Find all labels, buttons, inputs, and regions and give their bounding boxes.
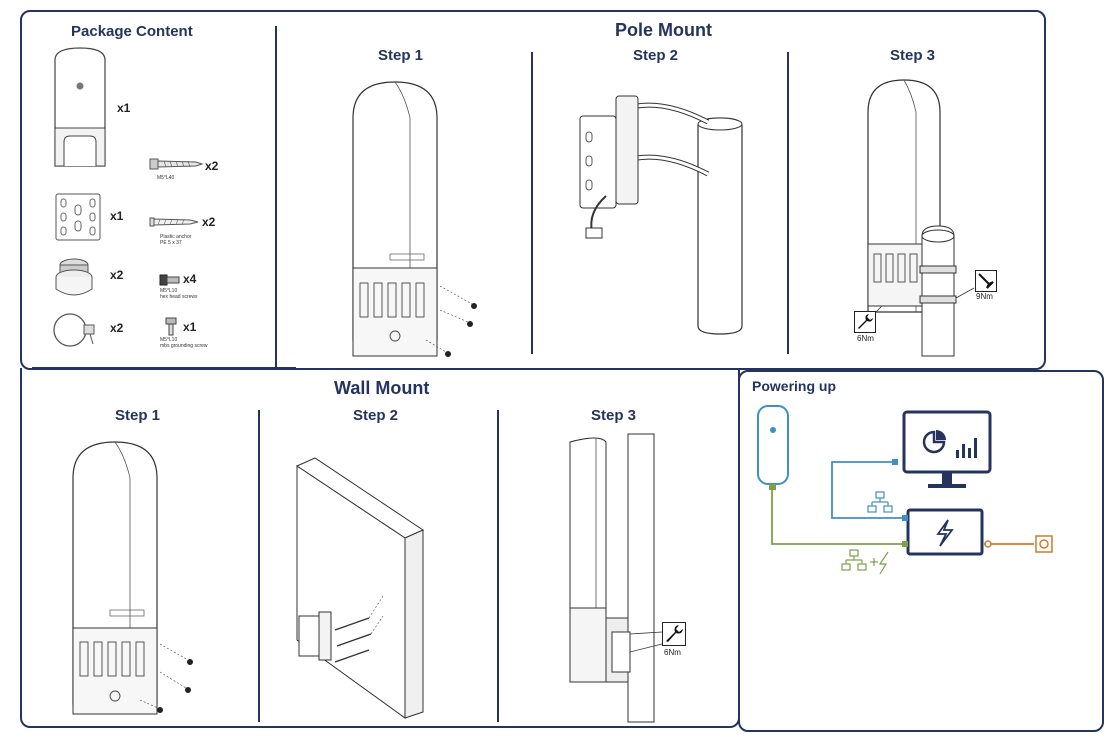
package-divider [275,26,277,368]
pole-divider-2 [787,52,789,354]
long-screw-caption: M5*L40 [157,175,175,181]
pole-step3-unit-image [858,76,1018,357]
ap-unit-image [52,46,108,170]
grounding-caption-1: M5*L10 [160,337,178,343]
pole-mount-title: Pole Mount [615,20,712,40]
pole-step1-unit-image [350,78,490,362]
wall-step1-unit-image [70,438,206,718]
pole-step2-bracket-image [578,92,746,335]
pole-clamp-image [50,312,98,348]
qty-hex-screw: x4 [183,272,197,286]
power-diagram [752,404,1062,584]
qty-pole-clamp: x2 [110,321,124,335]
wall-step-1-title: Step 1 [115,407,161,424]
anchor-caption-1: Plastic anchor [160,234,192,240]
qty-plastic-anchor: x2 [202,215,216,229]
hex-screw-caption-1: M5*L10 [160,288,178,294]
powering-title: Powering up [752,378,836,394]
qty-long-screw: x2 [205,159,219,173]
wall-torque-6nm: 6Nm [664,648,681,657]
plastic-anchor-image [149,215,199,229]
wall-top-rule [296,368,724,370]
pole-torque-9nm: 9Nm [976,292,993,301]
pole-step-3-title: Step 3 [890,47,936,64]
pole-torque-6nm: 6Nm [857,334,874,343]
wall-divider-2 [497,410,499,722]
bracket-plate-image [55,193,101,241]
long-screw-image [149,157,204,171]
pole-step-1-title: Step 1 [378,47,424,64]
qty-grounding-screw: x1 [183,320,197,334]
wall-step3-unit-image [566,432,696,723]
wall-step2-wall-image [295,456,425,719]
wall-wrench-icon [662,622,686,646]
pole-step-2-title: Step 2 [633,47,679,64]
qty-cable-gland: x2 [110,268,124,282]
grounding-caption-2: mbs grounding screw [160,343,208,349]
grounding-screw-image [164,317,178,336]
hex-screw-image [159,274,180,286]
cable-gland-image [52,255,96,301]
hex-screw-caption-2: hex head screws [160,294,198,300]
wrench-icon [854,311,876,333]
qty-bracket-plate: x1 [110,209,124,223]
package-title: Package Content [71,23,193,40]
powering-frame [738,370,1104,732]
wall-divider-1 [258,410,260,722]
torque-driver-icon [975,270,997,292]
pole-divider-1 [531,52,533,354]
wall-step-3-title: Step 3 [591,407,637,424]
wall-step-2-title: Step 2 [353,407,399,424]
anchor-caption-2: PE 5 x 37 [160,240,182,246]
qty-ap-unit: x1 [117,101,131,115]
package-bottom-rule [32,367,296,369]
wall-mount-title: Wall Mount [334,378,430,398]
